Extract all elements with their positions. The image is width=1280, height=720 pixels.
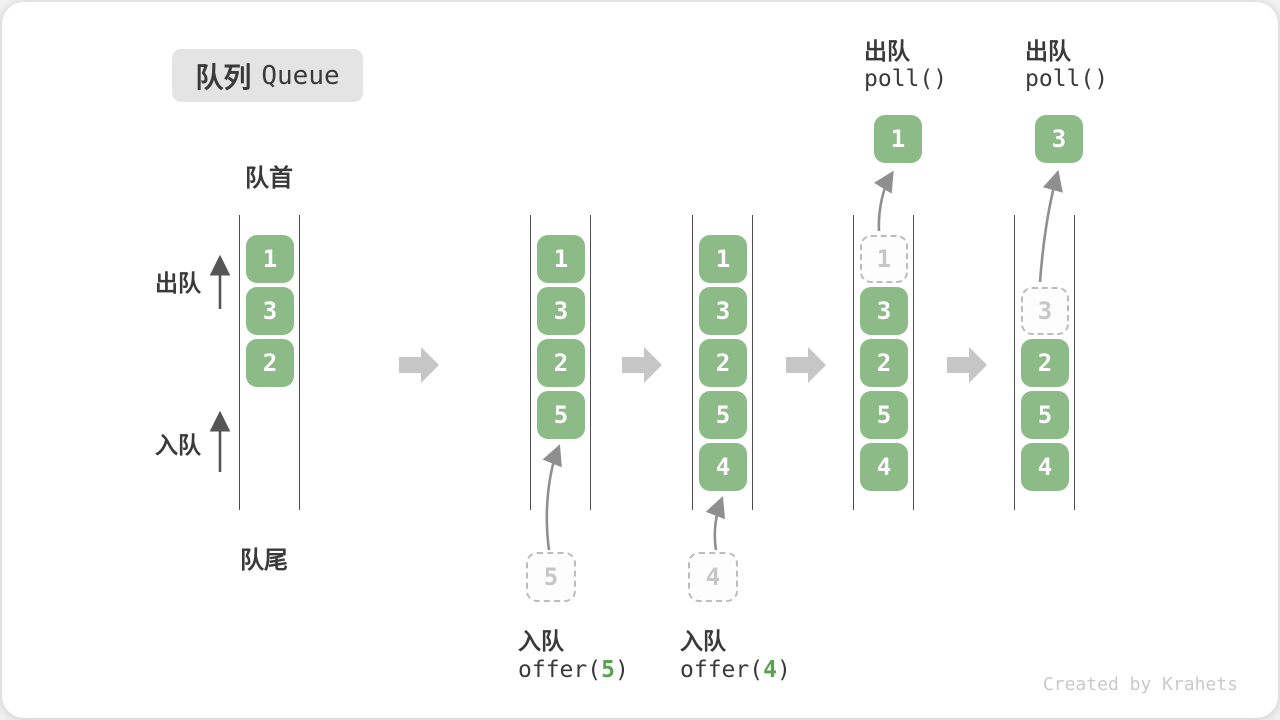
- queue-cell: 5: [699, 391, 747, 439]
- title-en: Queue: [261, 60, 340, 91]
- queue-cell: 5: [1021, 391, 1069, 439]
- queue-cell: 2: [537, 339, 585, 387]
- queue-cell: 2: [699, 339, 747, 387]
- queue-cell: 5: [860, 391, 908, 439]
- queue-cell: 4: [699, 443, 747, 491]
- queue-cell: 5: [537, 391, 585, 439]
- queue-cell: 3: [699, 287, 747, 335]
- dequeued-element-box: 1: [874, 115, 922, 163]
- queue-cell: 2: [1021, 339, 1069, 387]
- enqueue-op-label: 入队: [680, 629, 726, 655]
- queue-cell: 4: [860, 443, 908, 491]
- queue-cell: 1: [537, 235, 585, 283]
- dequeue-op-code: poll(): [1025, 66, 1109, 92]
- incoming-element-box: 4: [688, 552, 738, 602]
- label-queue-rear: 队尾: [240, 546, 288, 574]
- queue-cell-removed: 3: [1021, 287, 1069, 335]
- step-arrow-icon: [622, 347, 662, 383]
- label-enqueue-side: 入队: [155, 433, 201, 459]
- queue-cell: 2: [246, 339, 294, 387]
- queue-cell: 3: [860, 287, 908, 335]
- queue-cell: 2: [860, 339, 908, 387]
- step-arrow-icon: [399, 347, 439, 383]
- label-dequeue-side: 出队: [155, 271, 201, 297]
- step-arrow-icon: [947, 347, 987, 383]
- dequeue-op-label: 出队: [864, 39, 910, 65]
- queue-cell: 4: [1021, 443, 1069, 491]
- queue-cell: 1: [699, 235, 747, 283]
- enqueue-arg: 4: [763, 657, 777, 683]
- enqueue-op-code: offer(5): [518, 657, 629, 683]
- step-arrow-icon: [786, 347, 826, 383]
- label-queue-front: 队首: [245, 164, 293, 192]
- incoming-element-box: 5: [526, 552, 576, 602]
- title-badge: 队列 Queue: [172, 49, 363, 102]
- dequeued-element-box: 3: [1035, 115, 1083, 163]
- queue-cell: 1: [246, 235, 294, 283]
- enqueue-op-label: 入队: [518, 629, 564, 655]
- queue-cell: 3: [246, 287, 294, 335]
- enqueue-op-code: offer(4): [680, 657, 791, 683]
- dequeue-op-label: 出队: [1025, 39, 1071, 65]
- watermark: Created by Krahets: [1042, 674, 1238, 695]
- dequeue-op-code: poll(): [864, 66, 948, 92]
- enqueue-arg: 5: [601, 657, 615, 683]
- queue-cell: 3: [537, 287, 585, 335]
- queue-cell-removed: 1: [860, 235, 908, 283]
- title-zh: 队列: [195, 60, 252, 94]
